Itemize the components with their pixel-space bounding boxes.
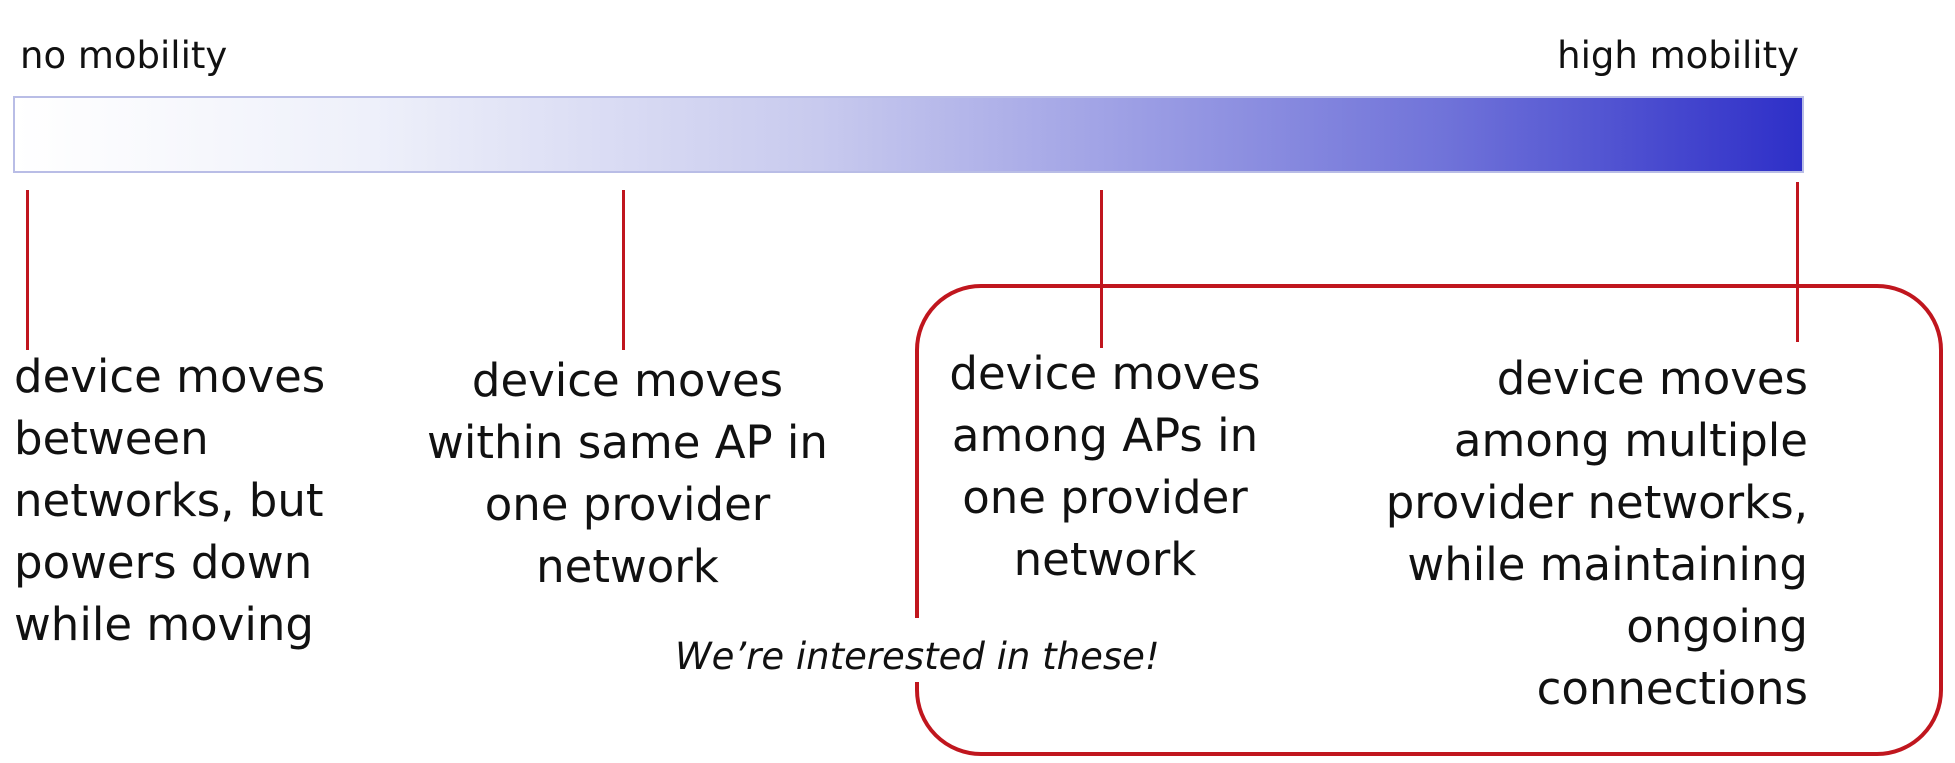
case-line: device moves bbox=[1496, 352, 1808, 405]
case-line: one provider bbox=[962, 471, 1248, 524]
case-1-description: device moves between networks, but power… bbox=[14, 346, 374, 656]
tick-marker-2 bbox=[622, 190, 625, 350]
case-line: ongoing bbox=[1626, 600, 1808, 653]
highlight-note: We’re interested in these! bbox=[675, 632, 1160, 682]
case-line: between bbox=[14, 412, 209, 465]
case-line: device moves bbox=[471, 354, 784, 407]
case-line: one provider bbox=[484, 478, 771, 531]
tick-marker-3 bbox=[1100, 190, 1103, 348]
case-line: while moving bbox=[14, 598, 314, 651]
highlight-box bbox=[915, 284, 1943, 756]
case-line: powers down bbox=[14, 536, 313, 589]
case-4-description: device moves among multiple provider net… bbox=[1350, 348, 1808, 720]
case-line: device moves bbox=[14, 350, 326, 403]
case-line: provider networks, bbox=[1385, 476, 1808, 529]
case-line: while maintaining bbox=[1407, 538, 1808, 591]
case-line: network bbox=[1013, 533, 1197, 586]
case-line: networks, but bbox=[14, 474, 324, 527]
case-line: among multiple bbox=[1453, 414, 1808, 467]
case-line: device moves bbox=[949, 347, 1261, 400]
case-line: within same AP in bbox=[427, 416, 828, 469]
no-mobility-label: no mobility bbox=[20, 34, 228, 77]
case-line: connections bbox=[1536, 662, 1808, 715]
case-line: network bbox=[536, 540, 719, 593]
mobility-gradient-bar bbox=[13, 96, 1804, 173]
case-line: among APs in bbox=[951, 409, 1259, 462]
tick-marker-4 bbox=[1796, 182, 1799, 342]
tick-marker-1 bbox=[26, 190, 29, 350]
case-2-description: device moves within same AP in one provi… bbox=[400, 350, 855, 598]
high-mobility-label: high mobility bbox=[1557, 34, 1799, 77]
case-3-description: device moves among APs in one provider n… bbox=[925, 343, 1285, 591]
